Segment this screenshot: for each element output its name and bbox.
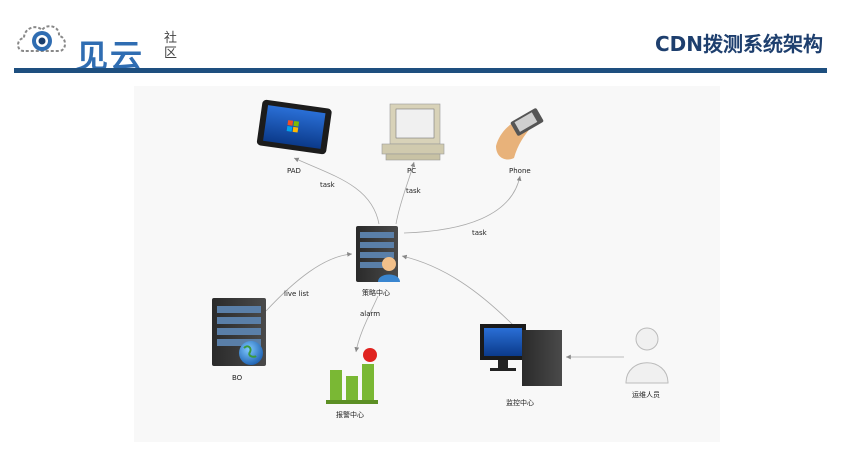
server-user-icon xyxy=(356,226,400,282)
edge-task-pad xyxy=(293,157,380,225)
logo-subtext: 社区 xyxy=(164,31,178,61)
alarm-center-node: 报警中心 xyxy=(326,348,378,419)
pc-node: PC xyxy=(381,103,445,175)
hand-phone-icon xyxy=(496,108,544,160)
header-divider xyxy=(14,68,827,73)
edge-label-task-phone: task xyxy=(472,229,488,237)
edge-label-live-list: live list xyxy=(284,290,309,298)
edge-monitor xyxy=(401,254,515,327)
diagram-svg: task task task live list alarm PAD xyxy=(212,99,669,419)
edge-label-task-pad: task xyxy=(320,181,336,189)
edges xyxy=(265,157,624,360)
workstation-icon xyxy=(480,324,562,386)
node-label-pc: PC xyxy=(407,167,416,175)
cloud-eye-icon xyxy=(17,25,66,52)
monitor-center-node: 监控中心 xyxy=(480,324,562,407)
edge-task-phone xyxy=(403,175,522,234)
logo: 见云 社区 xyxy=(14,17,184,75)
node-label-ops-staff: 运维人员 xyxy=(632,390,660,399)
edge-alarm xyxy=(354,295,379,353)
pad-node: PAD xyxy=(256,99,332,175)
node-label-monitor-center: 监控中心 xyxy=(506,398,534,407)
phone-node: Phone xyxy=(496,108,544,175)
tablet-icon xyxy=(256,99,332,155)
bo-node: BO xyxy=(212,298,266,382)
edge-task-pc xyxy=(395,161,416,225)
node-label-phone: Phone xyxy=(509,167,531,175)
desktop-computer-icon xyxy=(381,103,445,161)
node-label-pad: PAD xyxy=(287,167,301,175)
person-icon xyxy=(625,327,669,384)
ops-staff-node: 运维人员 xyxy=(625,327,669,399)
page-title: CDN拨测系统架构 xyxy=(654,32,823,56)
architecture-diagram: task task task live list alarm PAD xyxy=(134,86,720,442)
alarm-bar-chart-icon xyxy=(326,348,378,404)
edge-label-alarm: alarm xyxy=(360,310,380,318)
node-label-bo: BO xyxy=(232,374,243,382)
node-label-strategy-center: 策略中心 xyxy=(362,288,390,297)
edge-label-task-pc: task xyxy=(406,187,422,195)
strategy-center-node: 策略中心 xyxy=(356,226,400,297)
server-globe-icon xyxy=(212,298,266,366)
edge-live-list xyxy=(265,251,353,312)
node-label-alarm-center: 报警中心 xyxy=(336,410,364,419)
